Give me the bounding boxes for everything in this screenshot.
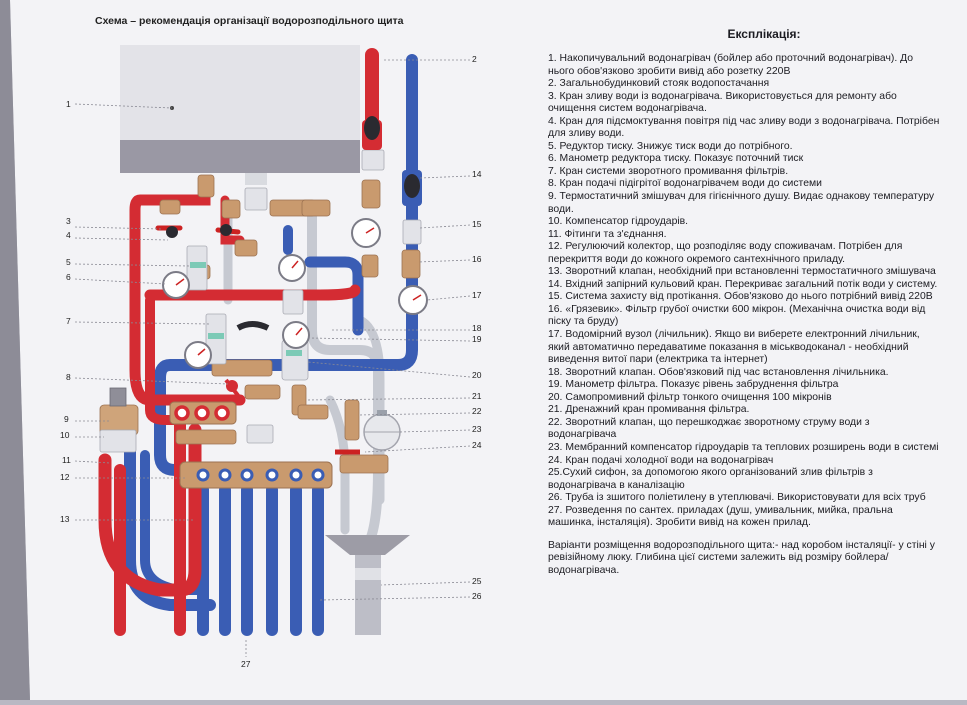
callout-1: 1 [66, 99, 71, 109]
callout-14: 14 [472, 169, 482, 179]
callout-21: 21 [472, 391, 482, 401]
legend-item-10: 10. Компенсатор гідроударів. [548, 216, 689, 228]
callout-16: 16 [472, 254, 482, 264]
legend-item-19: 19. Манометр фільтра. Показує рівень заб… [548, 379, 839, 391]
callout-11: 11 [62, 455, 71, 465]
legend-item-21: 21. Дренажний кран промивання фільтра. [548, 404, 750, 416]
legend-item-27: 27. Розведення по сантех. приладах (душ,… [548, 504, 893, 529]
legend-item-1: 1. Накопичувальний водонагрівач (бойлер … [548, 53, 914, 77]
leader-lines [74, 59, 471, 657]
callout-23: 23 [472, 424, 482, 434]
legend-item-6: 6. Манометр редуктора тиску. Показує пот… [548, 153, 804, 165]
callout-5: 5 [66, 257, 71, 267]
explication-legend: Експлікація: 1. Накопичувальний водонагр… [548, 27, 940, 577]
callout-6: 6 [66, 272, 71, 282]
membrane-tank [363, 410, 401, 451]
callout-10: 10 [60, 430, 70, 440]
legend-item-8: 8. Кран подачі підігрітої водонагрівачем… [548, 178, 822, 190]
callout-13: 13 [60, 514, 70, 524]
callout-3: 3 [66, 216, 71, 226]
legend-item-26: 26. Труба із зшитого поліетилену в утепл… [548, 492, 926, 504]
legend-item-25: 25.Сухий сифон, за допомогою якого орган… [548, 467, 873, 491]
brass-fittings [99, 174, 421, 474]
legend-item-4: 4. Кран для підсмоктування повітря під ч… [548, 115, 940, 140]
legend-item-7: 7. Кран системи зворотного промивання фі… [548, 165, 789, 177]
callout-4: 4 [66, 230, 71, 240]
legend-item-23: 23. Мембранний компенсатор гідроударів т… [548, 441, 939, 453]
callout-7: 7 [66, 316, 71, 326]
legend-item-20: 20. Самопромивний фільтр тонкого очищенн… [548, 391, 832, 403]
callout-26: 26 [472, 591, 482, 601]
callout-numbers: 1 2 3 4 5 6 7 8 9 10 11 12 13 14 15 16 1… [60, 54, 482, 669]
legend-item-5: 5. Редуктор тиску. Знижує тиск води до п… [548, 140, 793, 152]
callout-18: 18 [472, 323, 482, 333]
legend-item-24: 24. Кран подачі холодної води на водонаг… [548, 454, 774, 466]
water-heater [120, 45, 360, 185]
legend-item-15: 15. Система захисту від протікання. Обов… [548, 291, 933, 303]
legend-item-2: 2. Загальнобудинковий стояк водопостачан… [548, 78, 770, 90]
legend-item-22: 22. Зворотний клапан, що перешкоджає зво… [548, 416, 870, 441]
callout-25: 25 [472, 576, 482, 586]
hot-pipes [98, 48, 379, 636]
dry-siphon [325, 535, 410, 635]
collector [169, 401, 333, 489]
callout-17: 17 [472, 290, 482, 300]
legend-title: Експлікація: [727, 27, 801, 41]
legend-item-16: 16. «Грязевик». Фільтр грубої очистки 60… [548, 303, 926, 328]
legend-item-17: 17. Водомірний вузол (лічильник). Якщо в… [548, 329, 920, 366]
callout-27: 27 [241, 659, 251, 669]
scheme-title: Схема – рекомендація організації водороз… [95, 15, 404, 27]
callout-2: 2 [472, 54, 477, 64]
legend-item-11: 11. Фітинги та з'єднання. [548, 228, 667, 240]
legend-item-9: 9. Термостатичний змішувач для гігієнічн… [548, 191, 935, 215]
callout-9: 9 [64, 414, 69, 424]
callout-8: 8 [66, 372, 71, 382]
legend-item-18: 18. Зворотний клапан. Обов'язковий під ч… [548, 366, 889, 378]
placement-variants-note: Варіанти розміщення водорозподільного щи… [548, 539, 935, 576]
legend-item-3: 3. Кран зливу води із водонагрівача. Вик… [548, 90, 897, 115]
legend-item-12: 12. Регулюючий колектор, що розподіляє в… [548, 241, 903, 265]
callout-12: 12 [60, 472, 70, 482]
callout-15: 15 [472, 219, 482, 229]
callout-22: 22 [472, 406, 482, 416]
callout-20: 20 [472, 370, 482, 380]
callout-19: 19 [472, 334, 482, 344]
callout-24: 24 [472, 440, 482, 450]
paper-shadow [0, 0, 30, 700]
valve-handles [155, 116, 422, 455]
legend-item-14: 14. Вхідний запірний кульовий кран. Пере… [548, 278, 938, 290]
gauge-needles [175, 227, 422, 356]
legend-item-13: 13. Зворотний клапан, необхідний при вст… [548, 266, 936, 278]
